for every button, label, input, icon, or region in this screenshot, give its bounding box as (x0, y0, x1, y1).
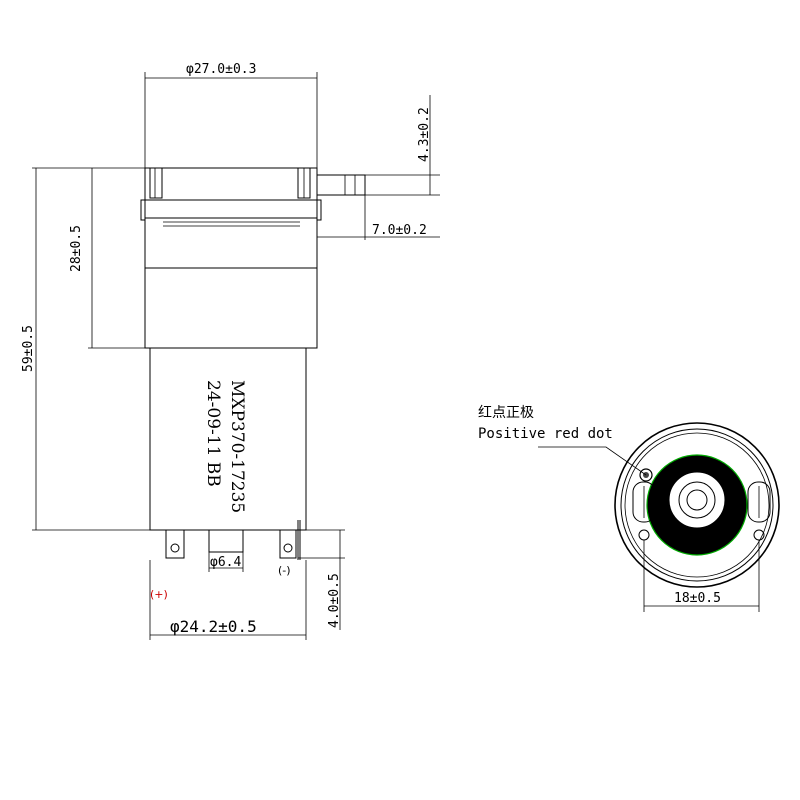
gearbox-body (140, 167, 322, 349)
model-text: MXP370-17235 (227, 380, 247, 513)
date-text: 24-09-11 BB (203, 380, 223, 487)
svg-text:φ27.0±0.3: φ27.0±0.3 (186, 62, 256, 77)
svg-text:φ24.2±0.5: φ24.2±0.5 (170, 617, 257, 636)
end-cap-outer (614, 422, 780, 588)
dim-total-length: 59±0.5 (21, 167, 150, 531)
dim-gearbox-diameter: φ27.0±0.3 (144, 62, 318, 168)
dim-shaft-height: 4.3±0.2 (365, 95, 440, 196)
annotation-leader (538, 446, 647, 476)
svg-text:4.0±0.5: 4.0±0.5 (327, 573, 342, 628)
annotation-chinese: 红点正极 (478, 405, 534, 421)
dim-shaft-length: 7.0±0.2 (316, 195, 440, 240)
svg-text:4.3±0.2: 4.3±0.2 (417, 107, 432, 162)
output-shaft (316, 174, 366, 196)
annotation-english: Positive red dot (478, 426, 613, 442)
rear-terminals (165, 520, 301, 560)
svg-text:18±0.5: 18±0.5 (674, 591, 721, 606)
negative-terminal-label: (-) (278, 564, 291, 577)
dim-boss-diameter: φ6.4 (208, 552, 244, 572)
dim-motor-diameter: φ24.2±0.5 (149, 560, 307, 640)
motor-marking: MXP370-17235 24-09-11 BB (203, 380, 247, 513)
end-view: 红点正极 Positive red dot 18±0.5 (478, 405, 780, 612)
positive-terminal-label: (+) (150, 588, 168, 601)
dim-terminal-spacing: 18±0.5 (643, 540, 760, 612)
end-terminal-right (747, 481, 771, 541)
side-view: MXP370-17235 24-09-11 BB (+) (-) φ27.0±0… (21, 62, 440, 640)
svg-text:7.0±0.2: 7.0±0.2 (372, 223, 427, 238)
dim-terminal-length: 4.0±0.5 (298, 529, 345, 630)
svg-text:59±0.5: 59±0.5 (21, 325, 36, 372)
svg-text:28±0.5: 28±0.5 (69, 225, 84, 272)
svg-text:φ6.4: φ6.4 (210, 555, 241, 570)
dim-gearbox-length: 28±0.5 (69, 167, 150, 349)
